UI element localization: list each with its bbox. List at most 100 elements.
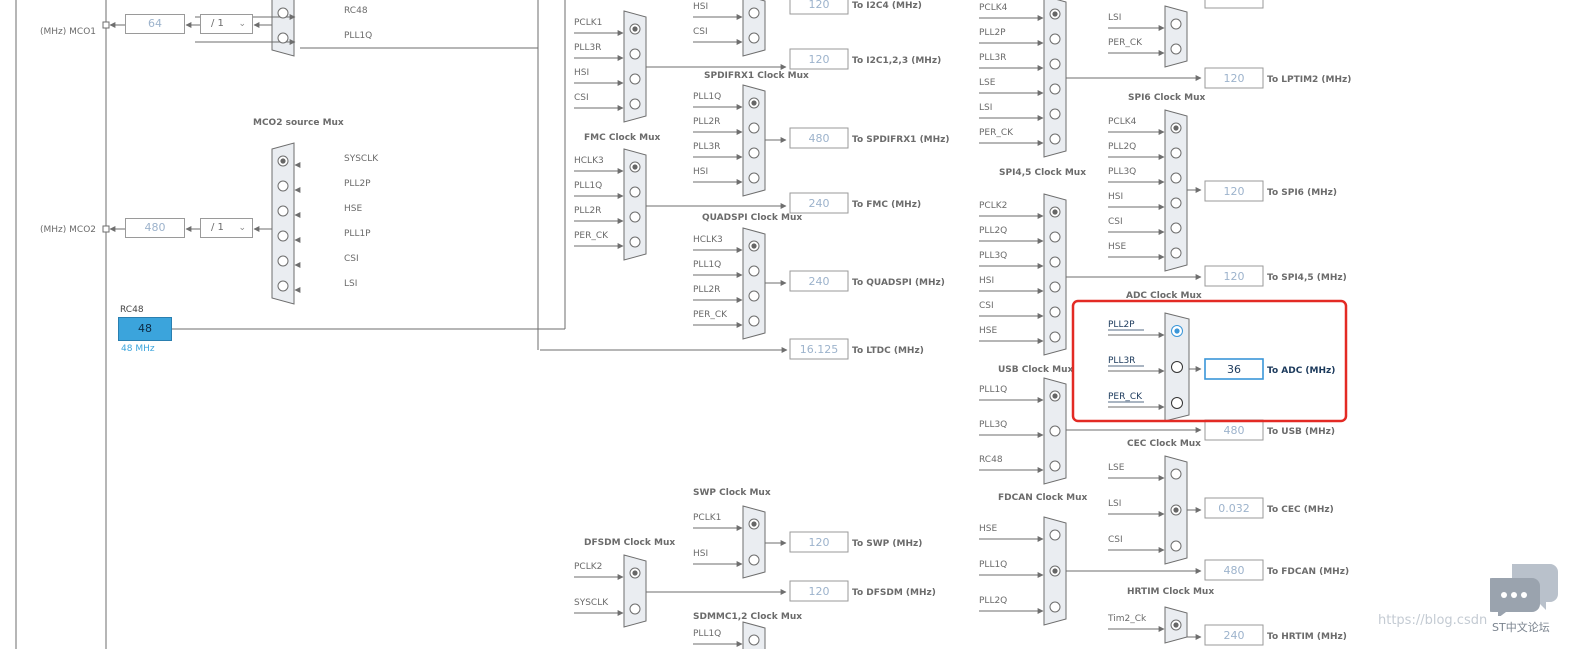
spi6-value-field[interactable] [1204, 180, 1264, 202]
mco2-mux-radio[interactable] [277, 230, 289, 242]
mco1-output-field[interactable]: 64 [125, 14, 185, 34]
fmc-mux-radio[interactable] [629, 186, 641, 198]
spi6-mux-radio[interactable] [1170, 172, 1182, 184]
spi45-mux-radio[interactable] [1049, 231, 1061, 243]
top-right-mux-radio[interactable] [1170, 18, 1182, 30]
adc-mux-radio[interactable] [1171, 397, 1183, 409]
usb-mux-radio[interactable] [1049, 460, 1061, 472]
mco2-output-field[interactable]: 480 [125, 218, 185, 238]
quadspi-value-field[interactable] [789, 270, 849, 292]
mco1-divider-select[interactable]: / 1 ⌄ [200, 14, 253, 34]
adc-mux-radio[interactable] [1171, 361, 1183, 373]
spi45-mux-radio[interactable] [1049, 331, 1061, 343]
dfsdm-mux-body [623, 554, 647, 628]
rc48-block[interactable]: 48 [118, 317, 172, 341]
lptim2-mux-radio[interactable] [1049, 133, 1061, 145]
i2c123-value-field[interactable] [789, 48, 849, 70]
spi6-mux-radio[interactable] [1170, 247, 1182, 259]
cec-value-field[interactable] [1204, 497, 1264, 519]
cec-mux-radio[interactable] [1170, 468, 1182, 480]
spi45-mux-input-label: PLL2Q [979, 226, 1007, 236]
top-right-mux-input-label: LSI [1108, 13, 1121, 23]
lptim2-mux-radio[interactable] [1049, 83, 1061, 95]
adc-value-field[interactable] [1204, 358, 1264, 380]
hrtim-value-field[interactable] [1204, 624, 1264, 646]
lptim2-mux-radio[interactable] [1049, 58, 1061, 70]
mco1-mux-radio[interactable] [277, 7, 289, 19]
i2c4-value-field[interactable] [789, 0, 849, 15]
dfsdm-mux-radio[interactable] [629, 603, 641, 615]
i2c123-mux-radio[interactable] [629, 73, 641, 85]
mco2-mux-radio[interactable] [277, 280, 289, 292]
i2c123-mux-radio[interactable] [629, 98, 641, 110]
swp-value-field[interactable] [789, 531, 849, 553]
fdcan-value-field[interactable] [1204, 559, 1264, 581]
fmc-mux-radio[interactable] [629, 211, 641, 223]
dfsdm-mux-radio-selected [632, 570, 638, 576]
spi45-mux-radio[interactable] [1049, 256, 1061, 268]
cec-mux-radio[interactable] [1170, 540, 1182, 552]
lptim2-value-field[interactable] [1204, 67, 1264, 89]
i2c123-mux-radio[interactable] [629, 48, 641, 60]
spi45-value-field[interactable] [1204, 265, 1264, 287]
spi45-mux-radio[interactable] [1049, 281, 1061, 293]
spi45-mux-radio[interactable] [1049, 306, 1061, 318]
i2c4-mux-radio[interactable] [748, 7, 760, 19]
spdifrx1-value-field[interactable] [789, 127, 849, 149]
spi6-mux-radio[interactable] [1170, 147, 1182, 159]
mco2-mux-radio[interactable] [277, 205, 289, 217]
top-right-mux-radio[interactable] [1170, 43, 1182, 55]
spi6-mux-radio[interactable] [1170, 222, 1182, 234]
mco2-mux-radio[interactable] [277, 255, 289, 267]
i2c123-mux-input-label: PLL3R [574, 43, 601, 53]
cec-mux-input-label: CSI [1108, 535, 1123, 545]
mco2-divider-select[interactable]: / 1 ⌄ [200, 218, 253, 238]
quadspi-mux-radio[interactable] [748, 315, 760, 327]
cec-mux-input-label: LSE [1108, 463, 1125, 473]
sdmmc-mux-radio[interactable] [748, 634, 760, 646]
i2c4-mux-radio[interactable] [748, 32, 760, 44]
dfsdm-value-field[interactable] [789, 580, 849, 602]
output-top-right[interactable] [1204, 0, 1264, 9]
lptim2-mux-radio[interactable] [1049, 108, 1061, 120]
fmc-mux-body [623, 148, 647, 261]
fmc-label: To FMC (MHz) [852, 200, 921, 210]
fdcan-mux-radio[interactable] [1049, 601, 1061, 613]
usb-mux-title: USB Clock Mux [998, 365, 1073, 375]
fmc-mux-radio[interactable] [629, 236, 641, 248]
mco1-mux-radio[interactable] [277, 32, 289, 44]
spdifrx1-mux-radio[interactable] [748, 172, 760, 184]
usb-mux-radio[interactable] [1049, 425, 1061, 437]
quadspi-mux-radio[interactable] [748, 265, 760, 277]
swp-mux-radio[interactable] [748, 554, 760, 566]
adc-value: 36 [1227, 363, 1241, 376]
fmc-value-field[interactable] [789, 192, 849, 214]
mco1-divider-value: / 1 [211, 18, 224, 29]
spdifrx1-mux-radio[interactable] [748, 122, 760, 134]
mco2-mux-input-label: PLL1P [344, 229, 371, 239]
spi6-mux-radio[interactable] [1170, 197, 1182, 209]
mco2-mux-radio[interactable] [277, 180, 289, 192]
top-right-value-field[interactable] [1204, 0, 1264, 9]
spdifrx1-mux-radio[interactable] [748, 147, 760, 159]
ltdc-value-field[interactable] [789, 338, 849, 360]
quadspi-mux-radio[interactable] [748, 290, 760, 302]
fdcan-mux-radio[interactable] [1049, 529, 1061, 541]
lptim2-mux-radio[interactable] [1049, 33, 1061, 45]
